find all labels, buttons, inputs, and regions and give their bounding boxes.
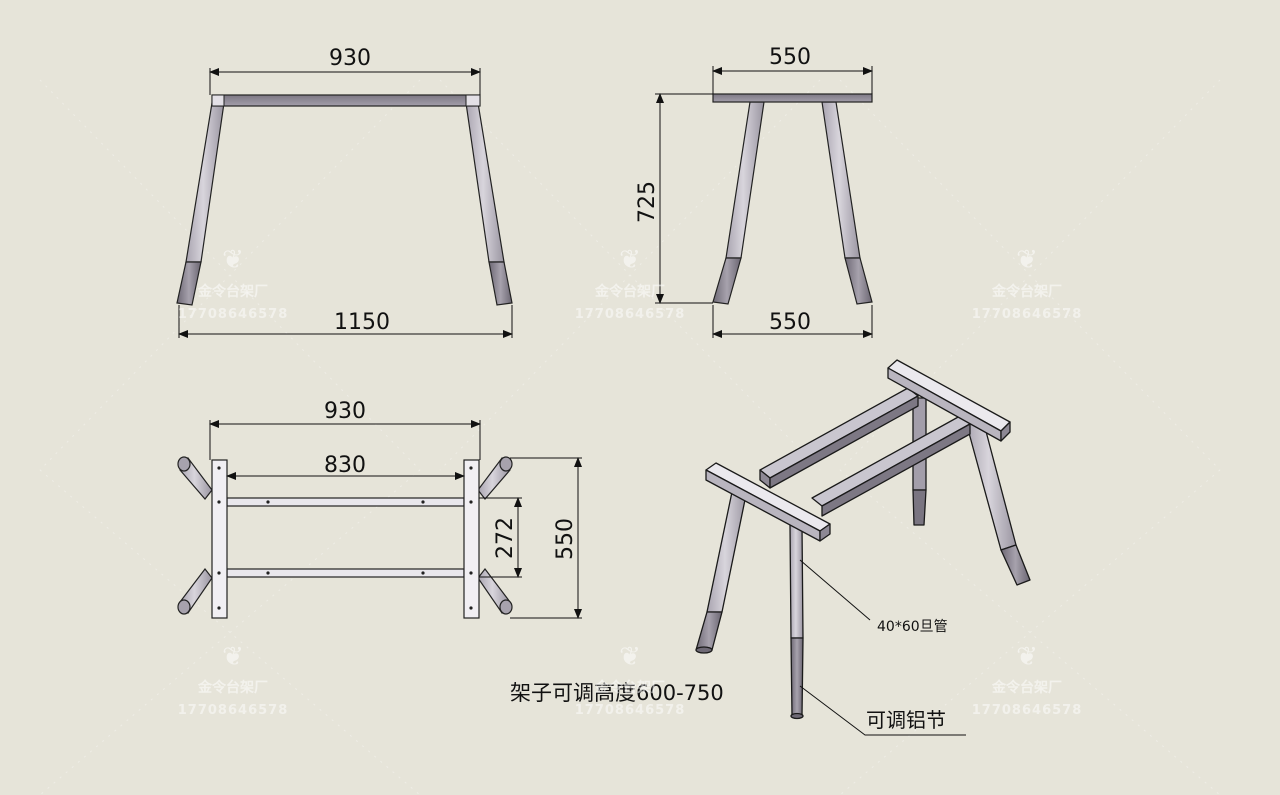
side-top-beam [712, 93, 873, 103]
tube-callout-label: 40*60旦管 [877, 619, 948, 635]
iso-rail-rear [759, 387, 919, 489]
watermark-logo-icon: ❦ [619, 245, 641, 275]
top-view-end-bar-left [211, 459, 228, 619]
watermark-logo-icon: ❦ [619, 642, 641, 672]
watermark-logo-icon: ❦ [1016, 245, 1038, 275]
watermark-5: ❦ 金令台架厂 17708646578 [575, 642, 686, 718]
side-left-leg [712, 101, 765, 305]
front-right-leg [465, 102, 513, 306]
watermark-logo-icon: ❦ [222, 245, 244, 275]
top-view-end-bar-right [463, 459, 480, 619]
top-depth-label: 550 [553, 518, 578, 560]
top-depth-dimension: 550 [510, 457, 582, 619]
side-bottom-dimension: 550 [712, 305, 873, 338]
watermark-brand: 金令台架厂 [197, 283, 268, 300]
watermark-phone: 17708646578 [575, 703, 686, 718]
side-height-label: 725 [635, 181, 660, 223]
top-inner-length-dimension: 830 [226, 453, 465, 480]
front-top-width-label: 930 [329, 46, 371, 71]
side-height-dimension: 725 [635, 93, 713, 304]
aluminum-callout-label: 可调铝节 [866, 708, 946, 732]
side-top-dimension: 550 [712, 45, 873, 94]
top-outer-length-label: 930 [324, 399, 366, 424]
tube-callout-leader [799, 559, 871, 621]
iso-top-bar-front [705, 462, 831, 542]
top-view-rail-upper [226, 497, 465, 507]
top-view: 930 830 272 550 [177, 399, 582, 619]
watermark-phone: 17708646578 [972, 703, 1083, 718]
watermark-phone: 17708646578 [178, 307, 289, 322]
front-bottom-dimension: 1150 [178, 305, 513, 338]
watermark-4: ❦ 金令台架厂 17708646578 [178, 642, 289, 718]
isometric-view [695, 359, 1031, 736]
background-pattern [39, 79, 1221, 795]
side-view: 550 725 550 [635, 45, 873, 338]
watermark-brand: 金令台架厂 [197, 679, 268, 696]
top-view-rail-lower [226, 568, 465, 578]
watermark-brand: 金令台架厂 [991, 679, 1062, 696]
watermark-2: ❦ 金令台架厂 17708646578 [575, 245, 686, 322]
watermark-brand: 金令台架厂 [594, 283, 665, 300]
iso-top-bar-back [887, 359, 1011, 442]
front-view: 930 1150 [176, 46, 513, 338]
watermarks: ❦ 金令台架厂 17708646578 ❦ 金令台架厂 17708646578 … [178, 245, 1083, 718]
aluminum-callout-leader [799, 685, 966, 736]
side-top-width-label: 550 [769, 45, 811, 70]
watermark-6: ❦ 金令台架厂 17708646578 [972, 642, 1083, 718]
side-right-leg [821, 101, 873, 305]
top-inner-length-label: 830 [324, 453, 366, 478]
top-outer-length-dimension: 930 [209, 399, 481, 460]
front-bottom-width-label: 1150 [334, 310, 390, 335]
front-top-beam [211, 94, 481, 107]
top-view-legs [177, 456, 513, 615]
watermark-brand: 金令台架厂 [991, 283, 1062, 300]
iso-back-right-leg [965, 419, 1031, 586]
watermark-brand: 金令台架厂 [594, 679, 665, 696]
watermark-phone: 17708646578 [575, 307, 686, 322]
watermark-phone: 17708646578 [178, 703, 289, 718]
watermark-1: ❦ 金令台架厂 17708646578 [178, 245, 289, 322]
watermark-logo-icon: ❦ [222, 642, 244, 672]
iso-front-right-leg [789, 524, 804, 720]
watermark-phone: 17708646578 [972, 307, 1083, 322]
front-top-dimension: 930 [209, 46, 481, 95]
front-left-leg [176, 102, 225, 306]
side-bottom-width-label: 550 [769, 310, 811, 335]
top-rail-spacing-dimension: 272 [479, 497, 522, 578]
height-note: 架子可调高度600-750 [510, 681, 724, 705]
top-rail-spacing-label: 272 [493, 517, 518, 559]
watermark-3: ❦ 金令台架厂 17708646578 [972, 245, 1083, 322]
watermark-logo-icon: ❦ [1016, 642, 1038, 672]
iso-front-left-leg [695, 489, 748, 654]
